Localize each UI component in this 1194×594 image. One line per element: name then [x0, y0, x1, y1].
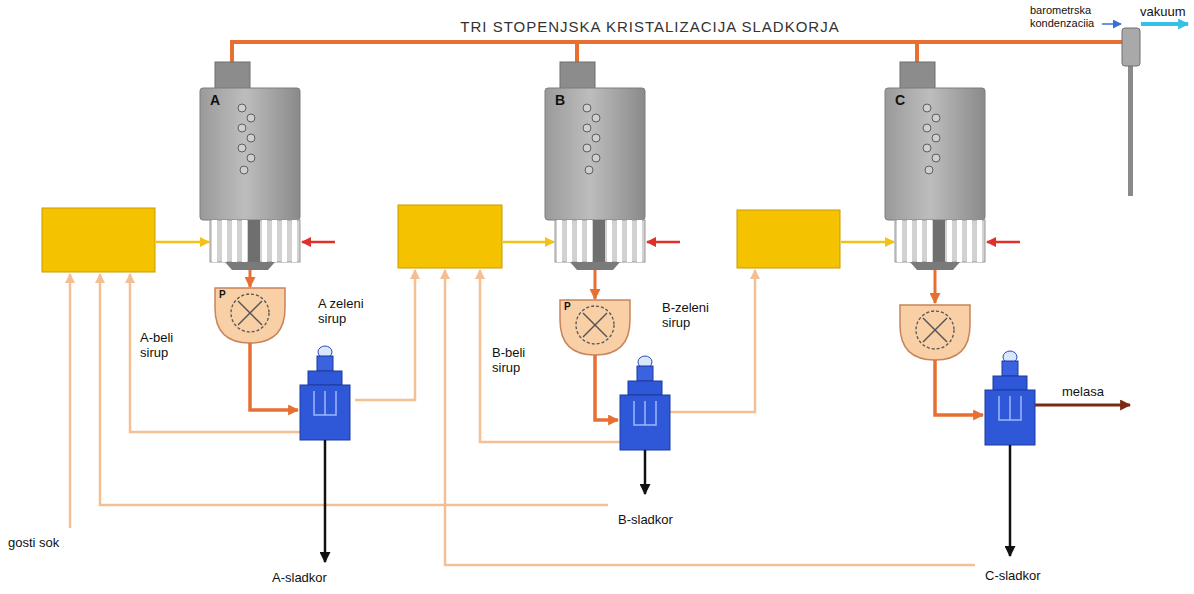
product-arrow	[325, 405, 1130, 562]
massecuite-connector	[594, 270, 597, 299]
process-illustration	[300, 346, 350, 440]
feed-tank	[42, 208, 155, 272]
syrup-line	[445, 270, 975, 565]
product-label: melasa	[1062, 384, 1104, 399]
process-illustration	[985, 351, 1035, 445]
barometric-condenser	[1128, 64, 1133, 196]
syrup-line	[670, 270, 755, 412]
massecuite-pipe	[250, 343, 298, 410]
vapour-pipe	[232, 40, 1124, 64]
syrup-line	[69, 274, 72, 528]
condenser-label: barometrska kondenzaciia	[1030, 4, 1102, 30]
steam-arrow	[987, 241, 1020, 244]
product-arrow	[324, 440, 327, 562]
process-illustration	[545, 62, 645, 270]
product-arrow	[1035, 404, 1130, 407]
feed-label: gosti sok	[8, 535, 59, 550]
syrup-line	[355, 270, 415, 400]
barometric-condenser	[1102, 23, 1121, 25]
feed-arrow	[503, 241, 554, 244]
steam-arrow	[302, 241, 335, 244]
vessel-letter: C	[895, 92, 985, 108]
massecuite-pipe	[935, 360, 983, 415]
process-illustration	[885, 62, 985, 270]
vapour-pipe	[230, 40, 234, 64]
vapour-pipe	[575, 40, 579, 64]
vacuum-pan: C	[885, 62, 985, 270]
vapour-pipe	[915, 40, 919, 64]
syrup-label: B-zeleni sirup	[662, 300, 728, 330]
massecuite-pipe	[250, 343, 983, 420]
product-label: B-sladkor	[618, 512, 673, 527]
vessel-letter: B	[555, 92, 645, 108]
vessel-letter: A	[210, 92, 300, 108]
barometric-condenser	[1122, 28, 1140, 66]
barometric-condenser	[1141, 22, 1188, 26]
process-illustration	[900, 305, 970, 360]
vacuum-pan: A	[200, 62, 300, 270]
crystallizer: P	[215, 288, 285, 343]
feed-arrow	[156, 241, 209, 244]
process-illustration	[215, 288, 285, 343]
vacuum-label: vakuum	[1140, 4, 1186, 19]
product-label: A-sladkor	[272, 570, 327, 585]
vapour-pipe	[232, 40, 1124, 44]
vessel-letter: P	[219, 289, 285, 301]
syrup-label: B-beli sirup	[492, 345, 540, 375]
process-illustration	[560, 300, 630, 355]
syrup-line	[100, 274, 608, 505]
massecuite-pipe	[595, 355, 618, 420]
barometric-condenser	[1102, 24, 1188, 196]
steam-arrow	[647, 241, 680, 244]
product-arrow	[1009, 445, 1012, 556]
product-label: C-sladkor	[985, 568, 1041, 583]
syrup-line	[480, 270, 620, 442]
feed-tank	[737, 210, 840, 268]
diagram-title: TRI STOPENJSKA KRISTALIZACIJA SLADKORJA	[380, 18, 920, 35]
feed-tank	[42, 205, 840, 272]
massecuite-connector	[249, 270, 252, 287]
syrup-line	[130, 274, 300, 432]
feed-tank	[398, 205, 502, 268]
process-illustration	[200, 62, 300, 270]
syrup-label: A-beli sirup	[140, 330, 185, 360]
feed-arrow	[841, 241, 894, 244]
vessel-letter: P	[564, 301, 630, 313]
product-arrow	[644, 450, 647, 494]
vacuum-pan: B	[545, 62, 645, 270]
syrup-line	[70, 270, 975, 565]
massecuite-pipe	[934, 270, 937, 303]
syrup-label: A zeleni sirup	[318, 296, 382, 326]
crystallizer: P	[560, 300, 630, 355]
process-illustration	[620, 356, 670, 450]
